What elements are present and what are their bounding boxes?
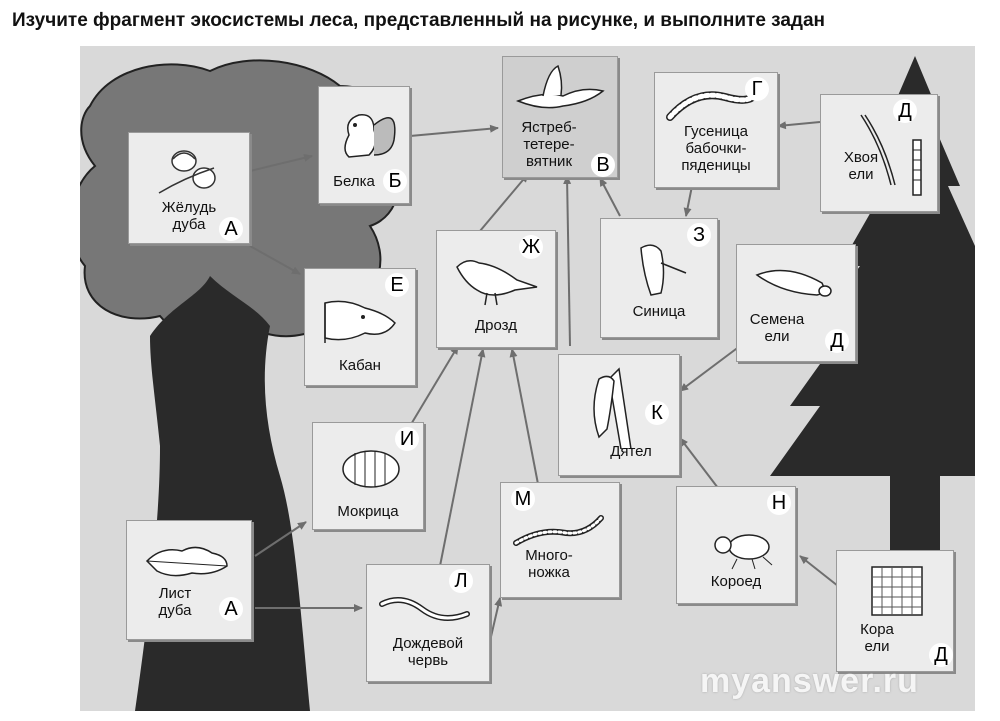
card-woodpecker-label: Дятел	[610, 443, 652, 460]
card-thrush: Дрозд Ж	[436, 230, 556, 348]
card-beetle-letter: Н	[767, 491, 791, 515]
card-worm: Дождевой червь Л	[366, 564, 490, 682]
spruce-bark-icon	[871, 566, 923, 616]
card-woodlouse-label: Мокрица	[337, 503, 399, 520]
card-tit-label: Синица	[632, 303, 686, 320]
card-squirrel: Белка Б	[318, 86, 410, 204]
centipede-icon	[513, 515, 604, 546]
card-squirrel-label: Белка	[333, 173, 375, 190]
card-thrush-letter: Ж	[519, 235, 543, 259]
card-tit-letter: З	[687, 223, 711, 247]
tit-icon	[640, 244, 687, 296]
woodlouse-icon	[342, 450, 400, 488]
card-beetle: Короед Н	[676, 486, 796, 604]
boar-icon	[324, 300, 396, 343]
card-acorn: Жёлудь дуба А	[128, 132, 250, 244]
card-centipede-letter: М	[511, 487, 535, 511]
card-leaf-label: Лист дуба	[158, 585, 192, 619]
card-needles: Хвоя ели Д	[820, 94, 938, 212]
card-boar: Кабан Е	[304, 268, 416, 386]
spruce-seed-icon	[755, 269, 832, 297]
card-centipede: Много- ножка М	[500, 482, 620, 598]
thrush-icon	[456, 260, 538, 306]
card-woodlouse: Мокрица И	[312, 422, 424, 530]
card-leaf: Лист дуба А	[126, 520, 252, 640]
card-worm-label: Дождевой червь	[392, 635, 464, 669]
squirrel-icon	[344, 114, 396, 158]
card-needles-letter: Д	[893, 99, 917, 123]
oak-trunk	[135, 276, 310, 711]
card-beetle-label: Короед	[710, 573, 762, 590]
card-hawk-letter: В	[591, 153, 615, 177]
card-squirrel-letter: Б	[383, 169, 407, 193]
hawk-icon	[515, 64, 605, 109]
oak-leaf-icon	[145, 546, 228, 577]
card-needles-label: Хвоя ели	[843, 149, 879, 183]
card-seeds-letter: Д	[825, 329, 849, 353]
card-boar-letter: Е	[385, 273, 409, 297]
card-hawk: Ястреб- тетере- вятник В	[502, 56, 618, 178]
card-centipede-label: Много- ножка	[525, 547, 573, 581]
food-web-arrows	[249, 121, 839, 642]
card-acorn-letter: А	[219, 217, 243, 241]
card-tit: Синица З	[600, 218, 718, 338]
card-caterpillar: Гусеница бабочки- пяденицы Г	[654, 72, 778, 188]
card-seeds-label: Семена ели	[749, 311, 805, 345]
earthworm-icon	[379, 597, 470, 621]
card-caterpillar-label: Гусеница бабочки- пяденицы	[681, 123, 751, 174]
card-bark-label: Кора ели	[860, 621, 894, 655]
card-boar-label: Кабан	[339, 357, 381, 374]
card-bark-letter: Д	[929, 643, 953, 667]
card-thrush-label: Дрозд	[475, 317, 517, 334]
woodpecker-icon	[593, 367, 632, 449]
card-leaf-letter: А	[219, 597, 243, 621]
ecosystem-diagram: Жёлудь дуба А Белка Б Ястреб- тетере- вя…	[80, 46, 975, 711]
bark-beetle-icon	[714, 534, 773, 570]
card-acorn-label: Жёлудь дуба	[161, 199, 217, 233]
spruce-needles-icon	[860, 114, 922, 196]
card-bark: Кора ели Д	[836, 550, 954, 672]
acorn-icon	[158, 150, 216, 194]
card-hawk-label: Ястреб- тетере- вятник	[521, 119, 577, 170]
card-woodpecker-letter: К	[645, 401, 669, 425]
card-woodpecker: Дятел К	[558, 354, 680, 476]
card-caterpillar-letter: Г	[745, 77, 769, 101]
card-woodlouse-letter: И	[395, 427, 419, 451]
page-title: Изучите фрагмент экосистемы леса, предст…	[12, 10, 826, 31]
watermark: myanswer.ru	[700, 662, 919, 700]
card-worm-letter: Л	[449, 569, 473, 593]
card-seeds: Семена ели Д	[736, 244, 856, 362]
